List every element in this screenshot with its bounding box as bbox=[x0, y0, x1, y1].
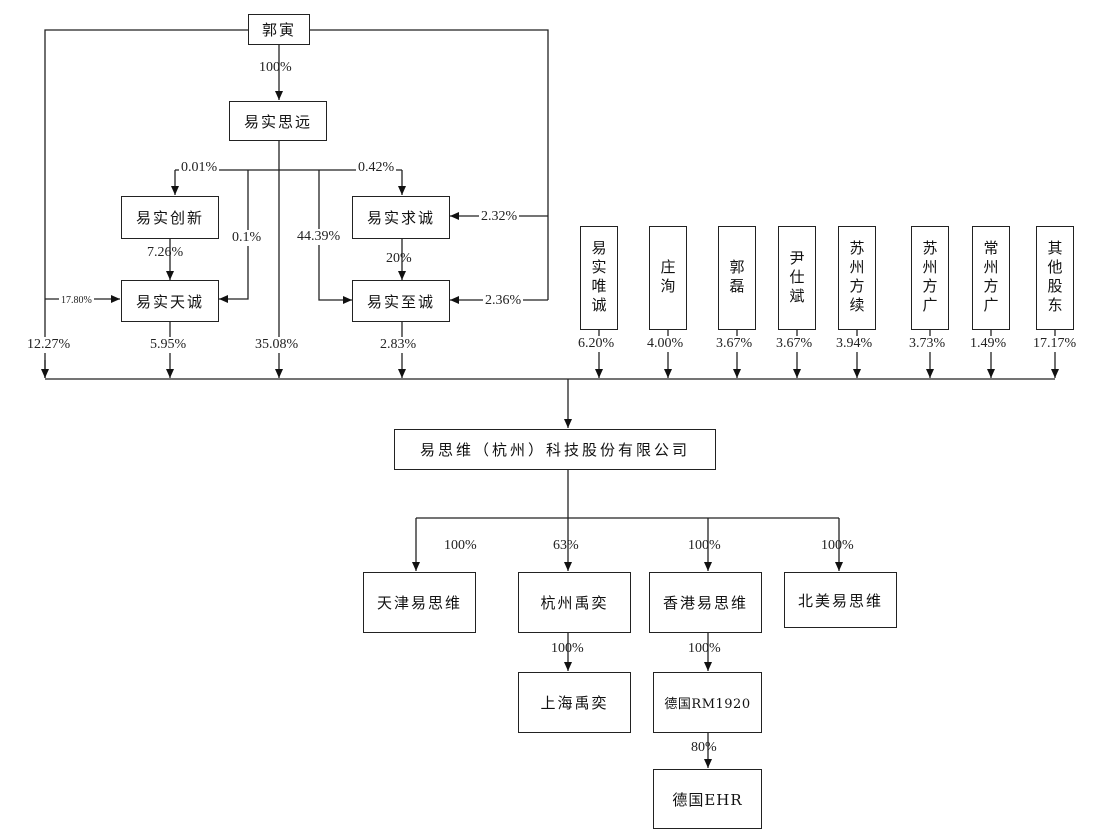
pct-germany-rm1920: 100% bbox=[688, 641, 721, 656]
pct-changzhou-fangguang: 1.49% bbox=[970, 336, 1007, 352]
node-shanghai-yuyi: 上海禹奕 bbox=[518, 672, 631, 733]
line-guo-right-outer bbox=[310, 29, 549, 300]
pct-guo-to-siyuan: 100% bbox=[259, 60, 292, 75]
pct-tiancheng-direct: 5.95% bbox=[150, 337, 187, 353]
pct-siyuan-to-qiucheng: 0.42% bbox=[356, 160, 397, 176]
pct-other-shareholders: 17.17% bbox=[1033, 336, 1077, 352]
node-other-shareholders: 其他股东 bbox=[1036, 226, 1074, 330]
node-north-america: 北美易思维 bbox=[784, 572, 897, 628]
pct-siyuan-to-tiancheng: 0.1% bbox=[231, 230, 263, 246]
line-siyuan-to-zhicheng bbox=[318, 170, 352, 304]
node-yishi-weicheng: 易实唯诚 bbox=[580, 226, 618, 330]
node-guo-yin: 郭寅 bbox=[248, 14, 310, 45]
pct-guo-to-qiucheng: 2.32% bbox=[479, 209, 520, 225]
pct-siyuan-direct: 35.08% bbox=[255, 337, 299, 353]
node-germany-rm1920: 德国RM1920 bbox=[653, 672, 762, 733]
node-yishi-tiancheng: 易实天诚 bbox=[121, 280, 219, 322]
pct-chuangxin-to-tiancheng: 7.26% bbox=[147, 245, 184, 260]
node-yishi-zhicheng: 易实至诚 bbox=[352, 280, 450, 322]
node-hongkong: 香港易思维 bbox=[649, 572, 762, 633]
node-tianjin: 天津易思维 bbox=[363, 572, 476, 633]
pct-suzhou-fangguang: 3.73% bbox=[909, 336, 946, 352]
pct-weicheng: 6.20% bbox=[578, 336, 615, 352]
pct-qiucheng-to-zhicheng: 20% bbox=[386, 251, 412, 266]
node-hangzhou-yuyi: 杭州禹奕 bbox=[518, 572, 631, 633]
node-yishi-siyuan: 易实思远 bbox=[229, 101, 327, 141]
pct-siyuan-to-chuangxin: 0.01% bbox=[179, 160, 220, 176]
pct-guo-to-zhicheng: 2.36% bbox=[483, 293, 524, 309]
pct-tianjin: 100% bbox=[444, 538, 477, 553]
node-suzhou-fangxu: 苏州方续 bbox=[838, 226, 876, 330]
node-yishi-qiucheng: 易实求诚 bbox=[352, 196, 450, 239]
node-yishi-chuangxin: 易实创新 bbox=[121, 196, 219, 239]
node-guo-lei: 郭磊 bbox=[718, 226, 756, 330]
pct-shanghai-yuyi: 100% bbox=[551, 641, 584, 656]
pct-guo-lei: 3.67% bbox=[716, 336, 753, 352]
node-yin-shibin: 尹仕斌 bbox=[778, 226, 816, 330]
pct-suzhou-fangxu: 3.94% bbox=[836, 336, 873, 352]
node-changzhou-fangguang: 常州方广 bbox=[972, 226, 1010, 330]
pct-guo-to-tiancheng: 17.80% bbox=[59, 293, 94, 309]
pct-guo-direct: 12.27% bbox=[27, 337, 71, 353]
node-germany-ehr: 德国EHR bbox=[653, 769, 762, 829]
pct-siyuan-to-zhicheng: 44.39% bbox=[296, 229, 342, 245]
pct-hongkong: 100% bbox=[688, 538, 721, 553]
pct-yin-shibin: 3.67% bbox=[776, 336, 813, 352]
pct-zhicheng-direct: 2.83% bbox=[380, 337, 417, 353]
line-siyuan-to-tiancheng bbox=[219, 170, 249, 303]
pct-north-america: 100% bbox=[821, 538, 854, 553]
node-zhuang-xun: 庄洵 bbox=[649, 226, 687, 330]
node-company: 易思维（杭州）科技股份有限公司 bbox=[394, 429, 716, 470]
node-suzhou-fangguang: 苏州方广 bbox=[911, 226, 949, 330]
pct-zhuang-xun: 4.00% bbox=[647, 336, 684, 352]
line-guo-left-outer bbox=[44, 29, 248, 378]
pct-hangzhou-yuyi: 63% bbox=[553, 538, 579, 553]
pct-germany-ehr: 80% bbox=[691, 740, 717, 755]
